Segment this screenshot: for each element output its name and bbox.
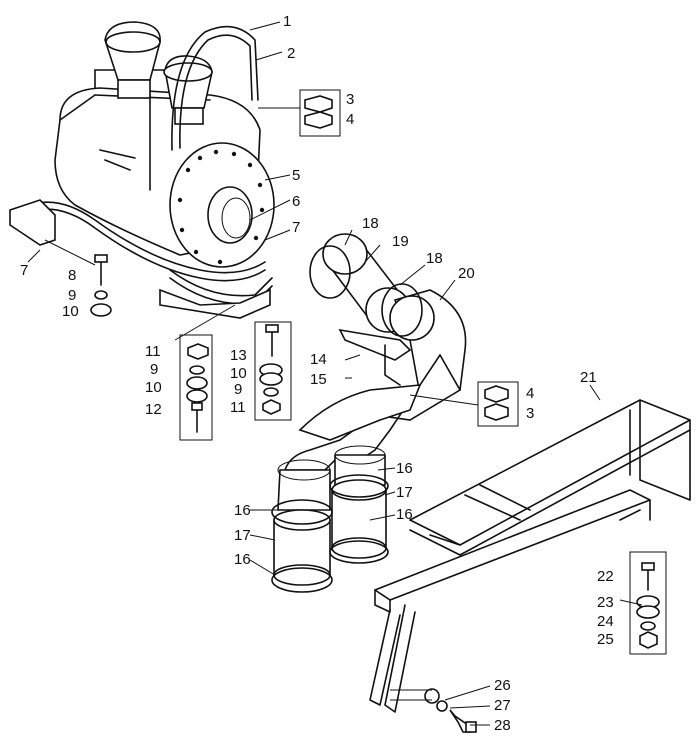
- callout-16: 16: [396, 506, 413, 523]
- callout-10: 10: [145, 379, 162, 396]
- callout-12: 12: [145, 401, 162, 418]
- callout-8: 8: [68, 267, 76, 284]
- callout-26: 26: [494, 677, 511, 694]
- callout-4: 4: [526, 385, 534, 402]
- callout-16: 16: [234, 502, 251, 519]
- callout-28: 28: [494, 717, 511, 734]
- callout-21: 21: [580, 369, 597, 386]
- hardware-box-3-4-bottom: [477, 381, 519, 427]
- hardware-box-9-13: [254, 321, 292, 421]
- callout-23: 23: [597, 594, 614, 611]
- callout-7: 7: [20, 262, 28, 279]
- callout-9: 9: [234, 381, 242, 398]
- callout-11: 11: [230, 399, 246, 416]
- callout-3: 3: [526, 405, 534, 422]
- support-frame-21: [369, 399, 691, 713]
- hardware-box-11-12: [179, 334, 213, 441]
- callout-9: 9: [68, 287, 76, 304]
- callout-13: 13: [230, 347, 247, 364]
- callout-25: 25: [597, 631, 614, 648]
- callout-10: 10: [230, 365, 247, 382]
- callout-5: 5: [292, 167, 300, 184]
- callout-6: 6: [292, 193, 300, 210]
- support-bracket-14: [338, 328, 412, 386]
- callout-17: 17: [234, 527, 251, 544]
- leader-lines: [27, 21, 643, 726]
- callout-27: 27: [494, 697, 511, 714]
- callout-3: 3: [346, 91, 354, 108]
- callout-2: 2: [287, 45, 295, 62]
- mounting-straps: [9, 199, 273, 319]
- callout-20: 20: [458, 265, 475, 282]
- callout-7: 7: [292, 219, 300, 236]
- callout-22: 22: [597, 568, 614, 585]
- callout-11: 11: [145, 343, 161, 360]
- callout-1: 1: [283, 13, 291, 30]
- callout-18: 18: [362, 215, 379, 232]
- hardware-box-22-25: [629, 551, 667, 655]
- callout-24: 24: [597, 613, 614, 630]
- hardware-box-3-4-top: [258, 89, 341, 137]
- hardware-26-28: [424, 688, 477, 733]
- callout-15: 15: [310, 371, 327, 388]
- hardware-box-8-10: [90, 254, 112, 317]
- outlet-face-plate: [169, 142, 275, 268]
- callout-18: 18: [426, 250, 443, 267]
- hose-tube: [171, 25, 259, 151]
- callout-4: 4: [346, 111, 354, 128]
- callout-9: 9: [150, 361, 158, 378]
- callout-16: 16: [396, 460, 413, 477]
- callout-17: 17: [396, 484, 413, 501]
- callout-14: 14: [310, 351, 327, 368]
- callout-10: 10: [62, 303, 79, 320]
- callout-19: 19: [392, 233, 409, 250]
- callout-labels: 1 2 3 4 5 6 7 7 8 9 10 11 9 10 12 13 10 …: [20, 13, 614, 734]
- callout-16: 16: [234, 551, 251, 568]
